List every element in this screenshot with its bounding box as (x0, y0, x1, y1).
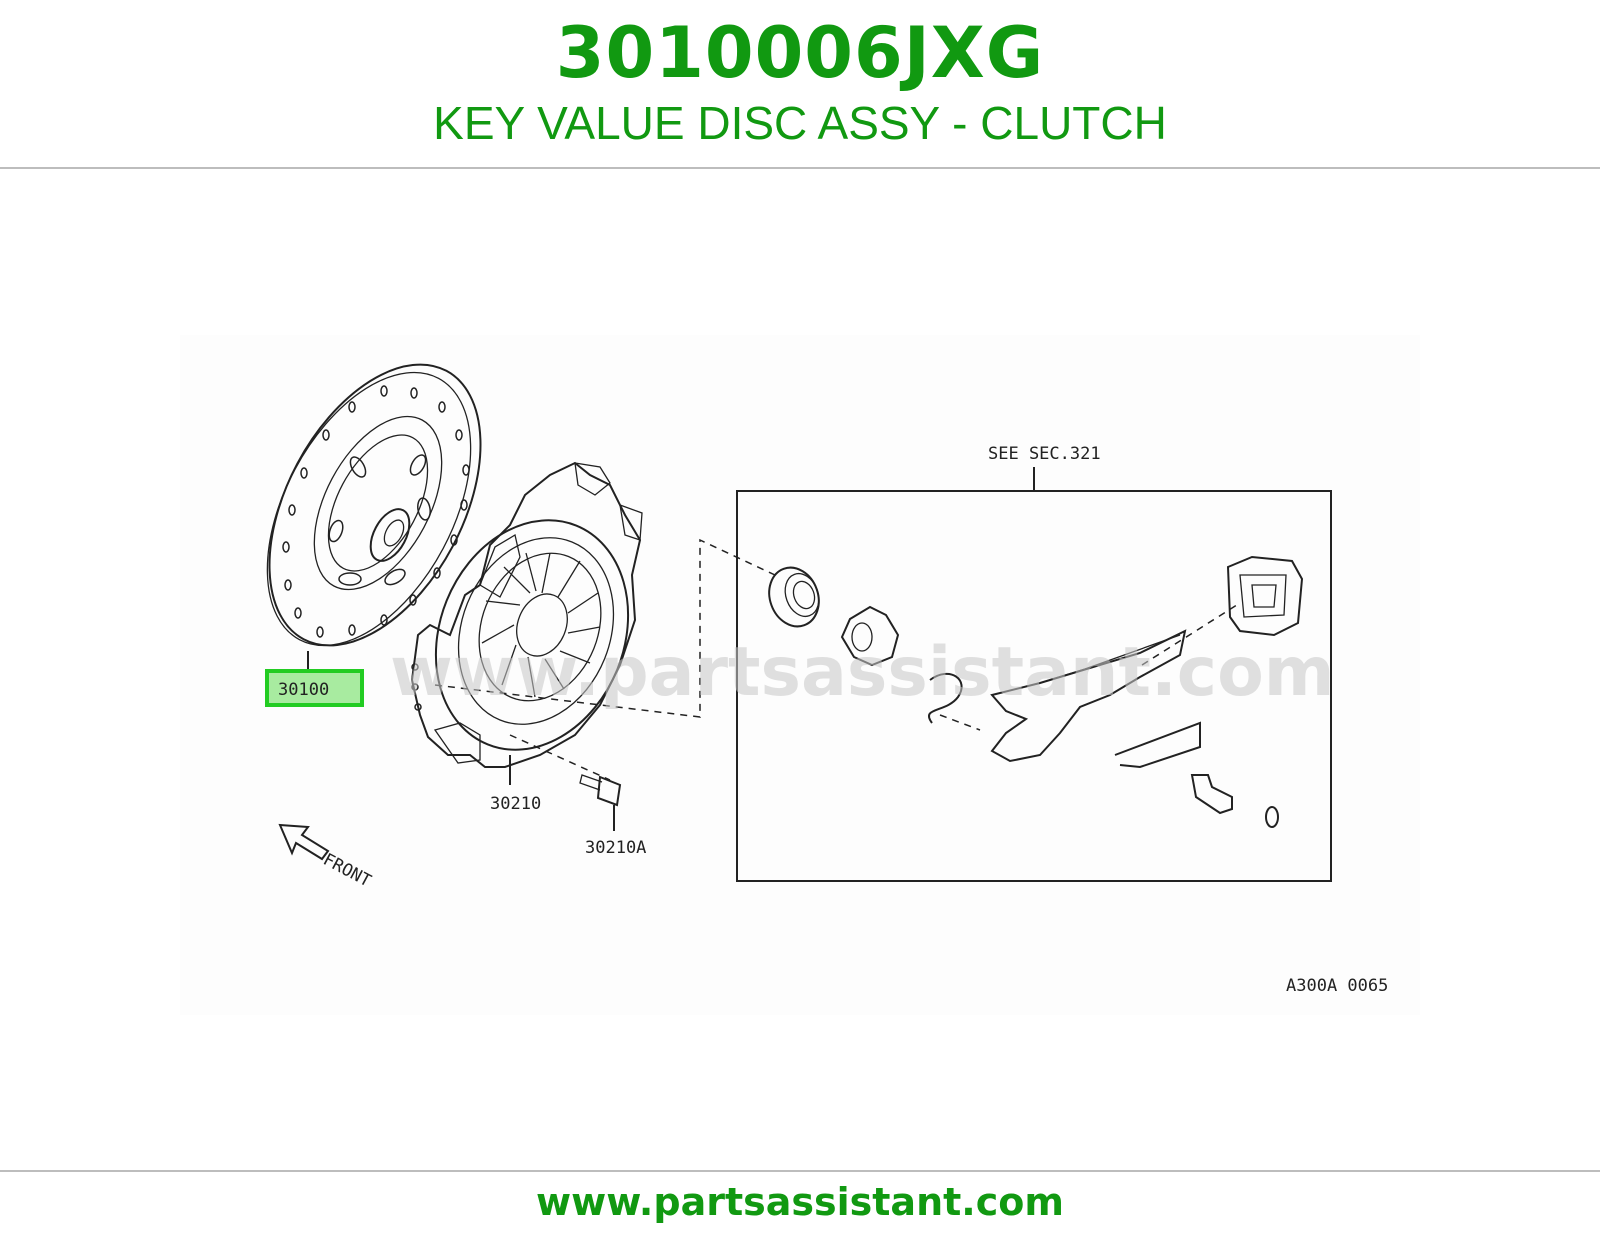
page-header: 3010006JXG KEY VALUE DISC ASSY - CLUTCH (0, 0, 1600, 170)
clutch-disc-drawing (266, 363, 482, 680)
release-mechanism-drawing (768, 555, 1304, 828)
front-arrow-icon (278, 823, 330, 861)
exploded-view-drawing: www.partsassistant.com 30100 30210 30210… (265, 363, 1388, 996)
footer-website-link[interactable]: www.partsassistant.com (536, 1180, 1064, 1224)
drawing-code: A300A 0065 (1286, 976, 1388, 996)
callout-30210[interactable]: 30210 (490, 794, 541, 814)
watermark-text: www.partsassistant.com (390, 633, 1335, 712)
part-name-subtitle: KEY VALUE DISC ASSY - CLUTCH (433, 97, 1167, 149)
part-number-title: 3010006JXG (555, 12, 1045, 94)
parts-diagram: www.partsassistant.com 30100 30210 30210… (180, 335, 1420, 1015)
front-label: FRONT (320, 850, 375, 892)
bolt-drawing (579, 774, 622, 831)
highlighted-part-box[interactable] (265, 669, 364, 707)
clutch-cover-drawing (410, 461, 643, 785)
header-divider (0, 167, 1600, 169)
callout-see-sec-321[interactable]: SEE SEC.321 (988, 444, 1101, 464)
callout-30100[interactable]: 30100 (278, 680, 329, 700)
footer-divider (0, 1170, 1600, 1172)
callout-30210a[interactable]: 30210A (585, 838, 646, 858)
